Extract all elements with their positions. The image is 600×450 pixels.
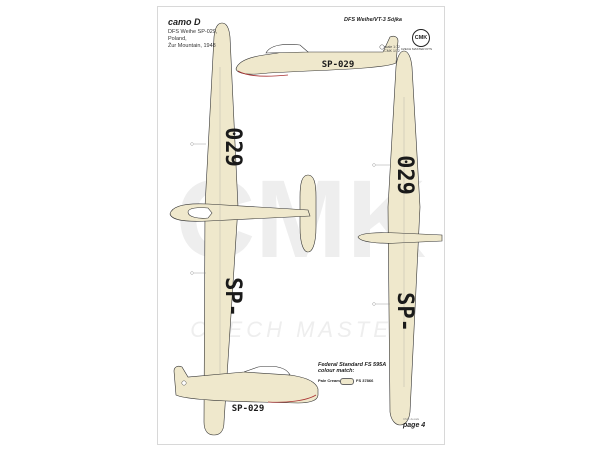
side-registration-top: SP-029 [322, 60, 355, 70]
cmk-logo-subtitle: CZECH MASTER KITS [400, 47, 432, 51]
bottom-view [357, 50, 443, 426]
side-view-bottom [173, 365, 319, 404]
swatch-code: FS 37866 [356, 378, 374, 383]
colour-match-title: Federal Standard FS 595A colour match: [318, 362, 387, 374]
side-registration-bottom: SP-029 [232, 404, 265, 414]
top-wing-registration: 029 [220, 127, 245, 167]
bottom-wing-registration: 029 [392, 155, 417, 195]
colour-swatch [340, 378, 354, 385]
model-name: DFS Weihe/VT-3 Sójka [344, 17, 402, 23]
top-view [169, 22, 317, 436]
side-view-top [235, 35, 399, 77]
cmk-logo: CMK [412, 29, 430, 47]
instruction-sheet: CMK CZECH MASTER 029 SP- 029 SP- [157, 6, 445, 445]
glider-drawings: CMK CZECH MASTER 029 SP- 029 SP- [169, 22, 443, 436]
swatch-name: Pale Cream [318, 378, 340, 383]
bottom-wing-prefix: SP- [392, 292, 417, 332]
camo-scheme-title: camo D [168, 17, 201, 27]
page-subtitle: CMK decals [403, 417, 420, 421]
top-wing-prefix: SP- [220, 277, 245, 317]
page-number: page 4 [403, 422, 426, 429]
scale-label: scale 1:72 CMK 1/72 [384, 45, 400, 53]
aircraft-caption: DFS Weihe SP-029, Poland, Žur Mountain, … [168, 29, 218, 49]
